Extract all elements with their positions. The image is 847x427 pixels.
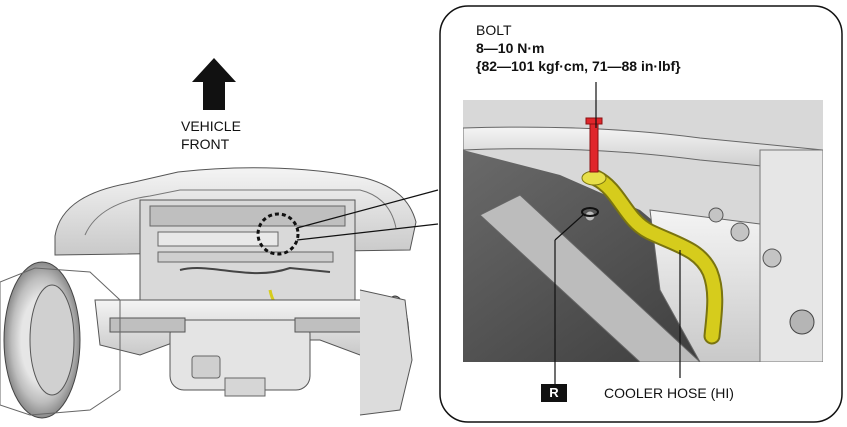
o-ring-shape	[581, 207, 599, 217]
callout-target-circle	[256, 212, 300, 256]
bolt-torque-alt: {82—101 kgf·cm, 71—88 in·lbf}	[476, 58, 681, 74]
leader-line-bottom	[296, 223, 439, 241]
replace-part-badge: R	[541, 384, 567, 402]
bolt-label: BOLT	[476, 22, 512, 38]
vehicle-front-label-line2: FRONT	[181, 136, 230, 152]
bolt-torque-nm: 8—10 N·m	[476, 40, 545, 56]
vehicle-front-arrow-icon	[192, 58, 236, 110]
vehicle-front-label-line1: VEHICLE	[181, 118, 241, 134]
bolt-shape	[589, 121, 599, 173]
vehicle-underside-overview	[0, 167, 417, 419]
o-ring-pointer-line	[554, 214, 584, 241]
leader-line-top	[296, 189, 439, 229]
detail-closeup-image	[463, 100, 823, 362]
cooler-hose-label: COOLER HOSE (HI)	[604, 385, 734, 401]
